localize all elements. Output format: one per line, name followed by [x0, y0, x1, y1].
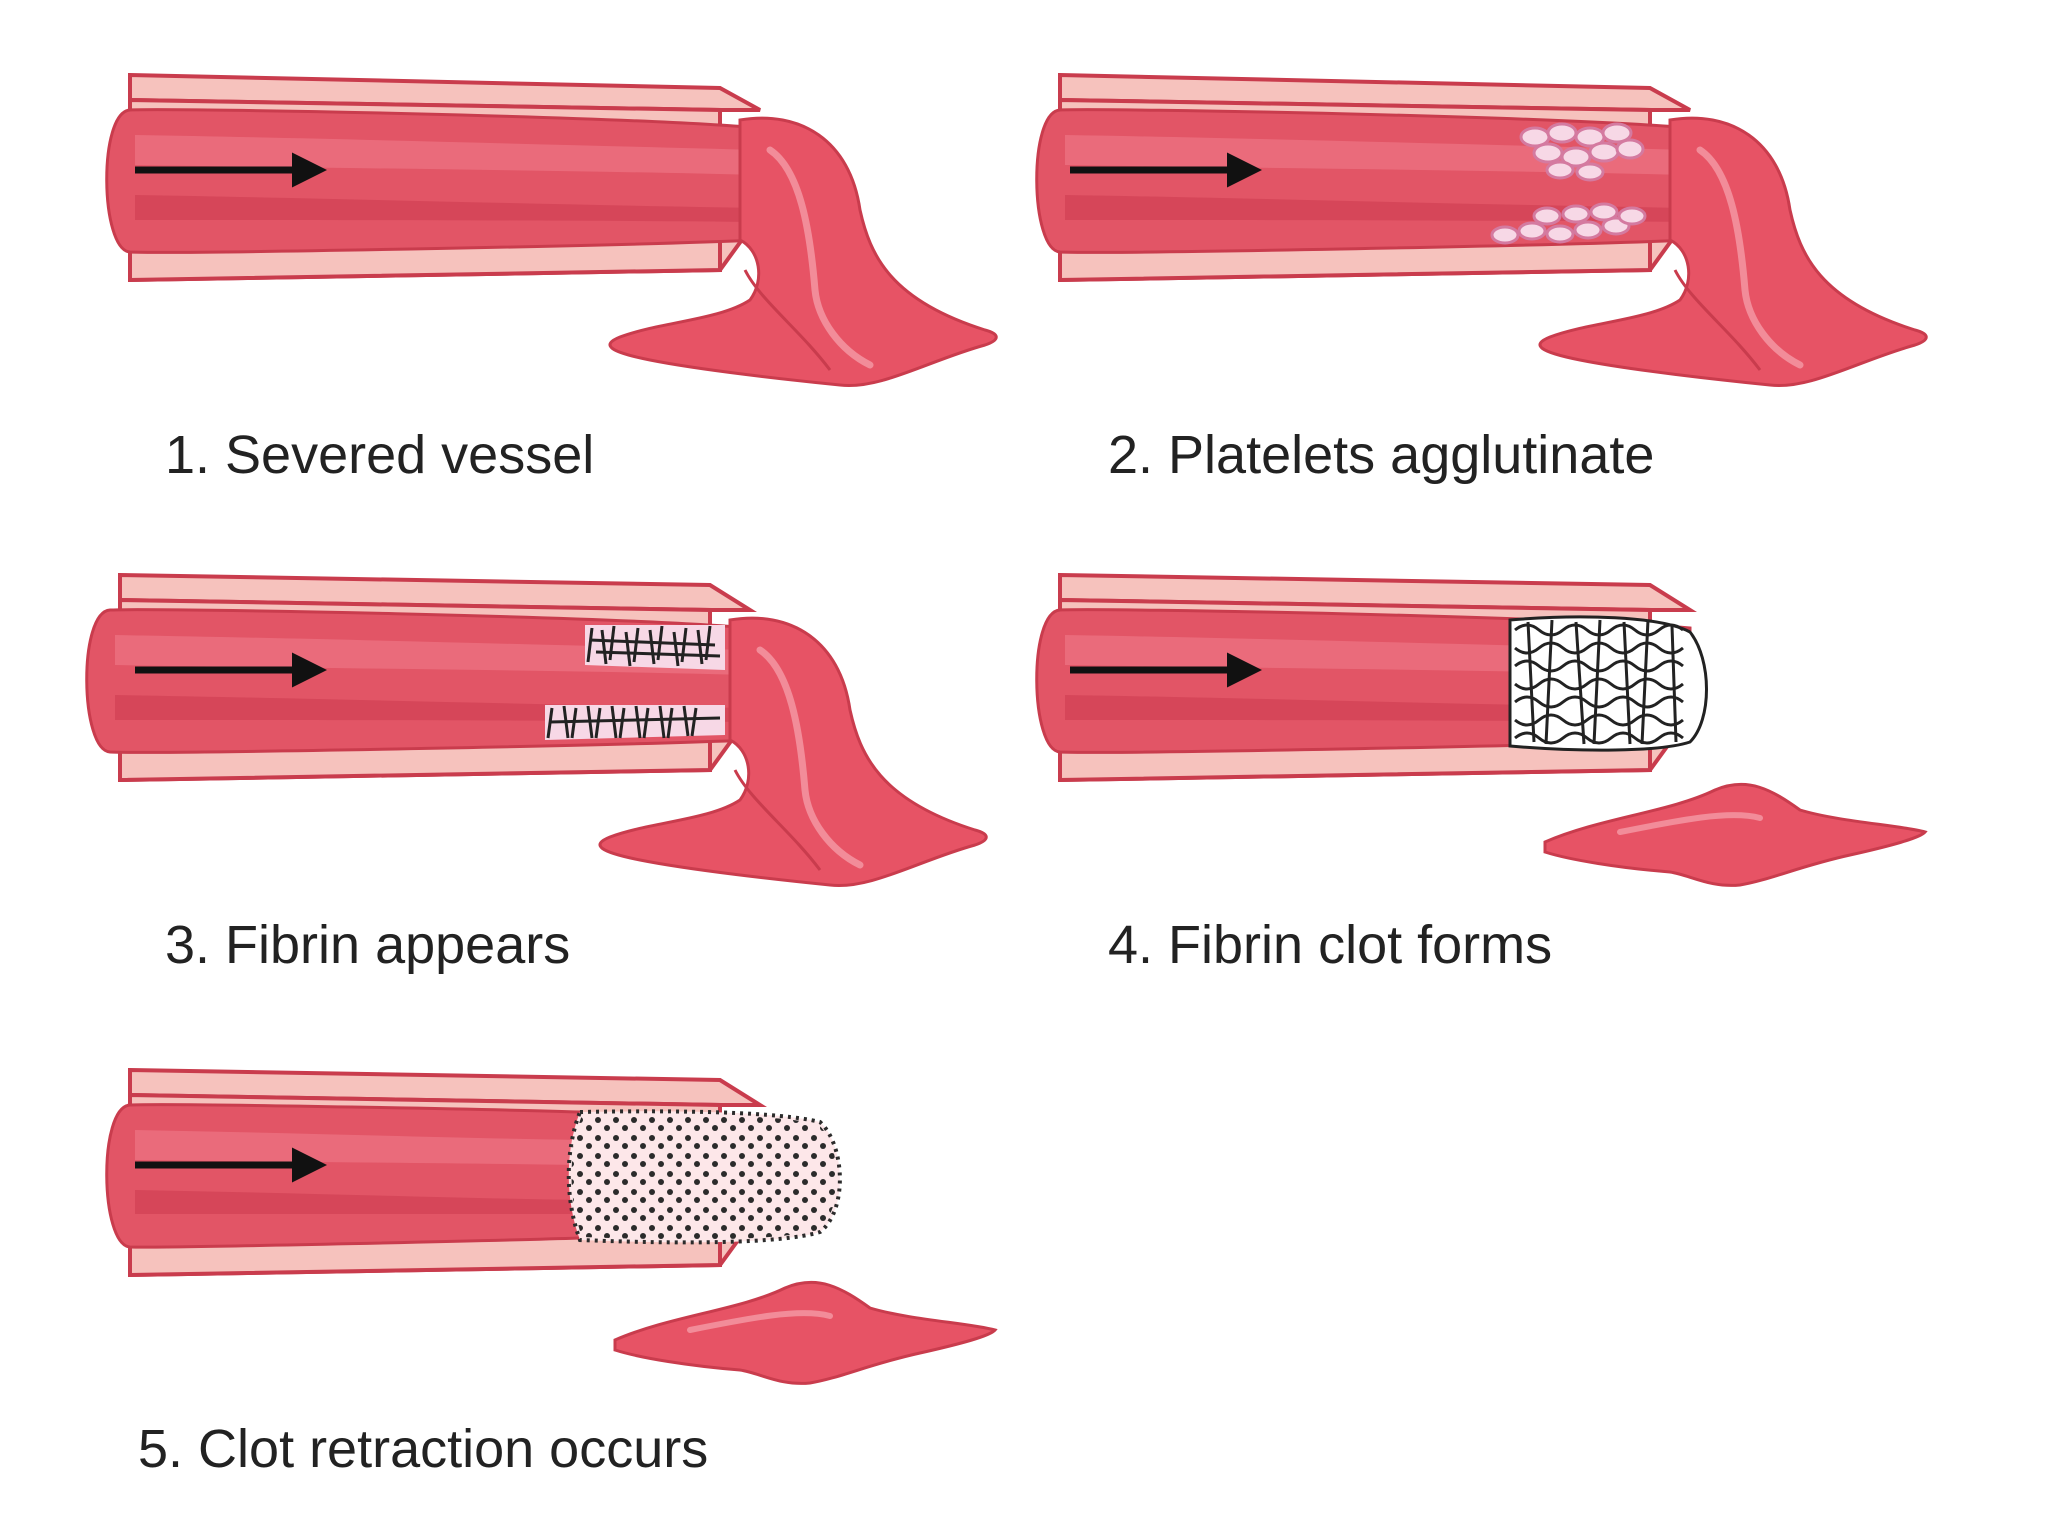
stage-1-severed-vessel [105, 72, 998, 388]
stage-2-platelets-agglutinate [1035, 72, 1928, 388]
retracted-clot [566, 1109, 842, 1245]
stage-5-label: 5. Clot retraction occurs [138, 1419, 709, 1479]
detached-vessel-flap [613, 1280, 998, 1385]
vessel-lumen [105, 108, 762, 254]
torn-vessel-flap [1538, 116, 1928, 388]
fibrin-clot [1508, 615, 1708, 752]
fibrin-strands-upper [585, 625, 725, 670]
detached-vessel-flap [1543, 782, 1928, 887]
fibrin-strands-lower [545, 705, 725, 740]
stage-2-label: 2. Platelets agglutinate [1108, 425, 1655, 485]
stage-4-label: 4. Fibrin clot forms [1108, 915, 1553, 975]
vessel-lumen [105, 1103, 582, 1249]
torn-vessel-flap [608, 116, 998, 388]
torn-vessel-flap [598, 616, 988, 888]
stage-1-label: 1. Severed vessel [165, 425, 595, 485]
stage-3-fibrin-appears [85, 572, 988, 888]
stage-5-clot-retraction-occurs [105, 1067, 998, 1385]
stage-3-label: 3. Fibrin appears [165, 915, 571, 975]
platelet-cluster-lower [1490, 202, 1647, 245]
stage-4-fibrin-clot-forms [1035, 572, 1928, 887]
platelet-cluster-upper [1519, 122, 1645, 182]
